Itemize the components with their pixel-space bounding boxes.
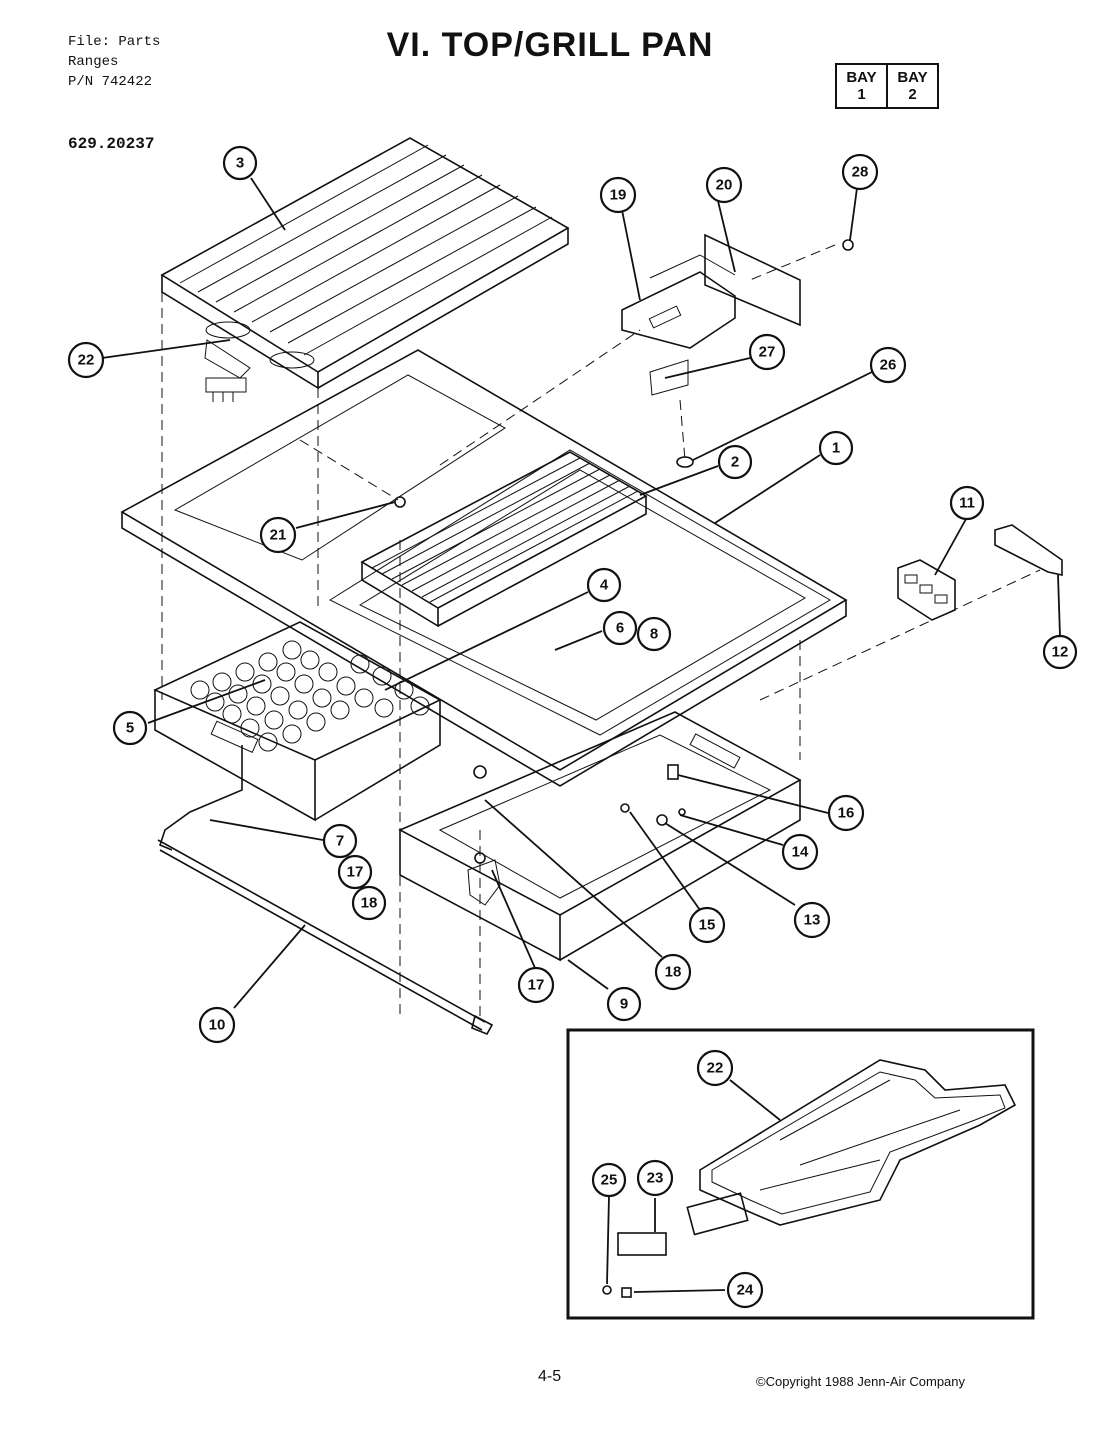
svg-text:6: 6 [616, 620, 624, 637]
svg-text:28: 28 [852, 164, 869, 181]
grill-grate-left [160, 137, 570, 390]
svg-text:23: 23 [647, 1170, 664, 1187]
file-info: File: Parts Ranges P/N 742422 [68, 32, 160, 92]
bay-2-number: 2 [908, 86, 917, 103]
callout-6: 6 [602, 610, 638, 646]
svg-text:13: 13 [804, 912, 821, 929]
callout-8: 8 [636, 616, 672, 652]
svg-text:4: 4 [600, 577, 609, 594]
svg-text:27: 27 [759, 344, 776, 361]
svg-text:2: 2 [731, 454, 739, 471]
fasteners [394, 239, 854, 864]
svg-text:19: 19 [610, 187, 627, 204]
callout-19: 19 [599, 176, 637, 214]
callout-2: 2 [717, 444, 753, 480]
svg-text:16: 16 [838, 805, 855, 822]
callout-14: 14 [781, 833, 819, 871]
callout-26: 26 [869, 346, 907, 384]
drain-tube [159, 745, 243, 851]
callout-20: 20 [705, 166, 743, 204]
callout-9: 9 [606, 986, 642, 1022]
bay-1-number: 1 [857, 86, 866, 103]
svg-text:17: 17 [347, 864, 364, 881]
cooktop-frame [120, 349, 848, 787]
bay-1-cell: BAY 1 [837, 65, 886, 107]
bay-box: BAY 1 BAY 2 [835, 63, 939, 109]
svg-text:20: 20 [716, 177, 733, 194]
assembly-guide-lines [161, 244, 1041, 1020]
leader-lines [101, 177, 1061, 1293]
bay-1-label: BAY [846, 69, 877, 86]
callout-5: 5 [112, 710, 148, 746]
callout-7: 7 [322, 823, 358, 859]
callout-18-center: 18 [654, 953, 692, 991]
model-number: 629.20237 [68, 135, 155, 153]
svg-text:10: 10 [209, 1017, 226, 1034]
callout-1: 1 [818, 430, 854, 466]
callout-28: 28 [841, 153, 879, 191]
copyright-notice: ©Copyright 1988 Jenn-Air Company [756, 1374, 966, 1389]
svg-text:25: 25 [601, 1172, 618, 1189]
page-number: 4-5 [538, 1368, 562, 1385]
svg-text:11: 11 [959, 495, 975, 512]
callout-17-center: 17 [517, 966, 555, 1004]
file-line-2: Ranges [68, 54, 119, 70]
svg-text:24: 24 [737, 1282, 754, 1299]
svg-text:22: 22 [707, 1060, 724, 1077]
callout-4: 4 [586, 567, 622, 603]
svg-text:18: 18 [665, 964, 682, 981]
callout-16: 16 [827, 794, 865, 832]
callout-13: 13 [793, 901, 831, 939]
callout-24: 24 [726, 1271, 764, 1309]
svg-text:21: 21 [270, 527, 287, 544]
callout-18-left: 18 [351, 885, 387, 921]
callout-23: 23 [636, 1159, 674, 1197]
page-title: VI. TOP/GRILL PAN [386, 26, 714, 64]
callout-15: 15 [688, 906, 726, 944]
callout-25: 25 [591, 1162, 627, 1198]
callout-22-inset: 22 [696, 1049, 734, 1087]
file-line-3: P/N 742422 [68, 74, 153, 90]
lava-rocks [190, 640, 430, 752]
svg-text:17: 17 [528, 977, 545, 994]
callout-3: 3 [222, 145, 258, 181]
bay-2-cell: BAY 2 [886, 65, 937, 107]
grill-pan-right [398, 711, 802, 962]
terminal-block-detail [617, 1232, 667, 1256]
callout-21: 21 [259, 516, 297, 554]
svg-text:1: 1 [832, 440, 840, 457]
callout-11: 11 [949, 485, 985, 521]
callout-22-top: 22 [67, 341, 105, 379]
heating-element-left [204, 321, 315, 402]
callout-17-left: 17 [337, 854, 373, 890]
switch-housing [621, 233, 801, 396]
svg-text:5: 5 [126, 720, 134, 737]
mounting-bracket [994, 524, 1063, 576]
svg-text:12: 12 [1052, 644, 1069, 661]
svg-text:7: 7 [336, 833, 344, 850]
heating-element-detail [686, 1059, 1017, 1236]
bay-2-label: BAY [897, 69, 928, 86]
inset-detail-box [566, 1028, 1035, 1320]
callout-10: 10 [198, 1006, 236, 1044]
svg-text:26: 26 [880, 357, 897, 374]
grill-pan-left [153, 621, 442, 822]
grill-grate-center [360, 451, 648, 628]
svg-text:22: 22 [78, 352, 95, 369]
svg-text:3: 3 [236, 155, 244, 172]
svg-text:8: 8 [650, 626, 658, 643]
support-rod [157, 839, 494, 1036]
svg-text:9: 9 [620, 996, 628, 1013]
svg-text:18: 18 [361, 895, 378, 912]
file-line-1: File: Parts [68, 34, 161, 50]
terminal-block [897, 559, 956, 621]
callout-12: 12 [1042, 634, 1078, 670]
callout-27: 27 [748, 333, 786, 371]
svg-text:14: 14 [792, 844, 809, 861]
svg-text:15: 15 [699, 917, 716, 934]
